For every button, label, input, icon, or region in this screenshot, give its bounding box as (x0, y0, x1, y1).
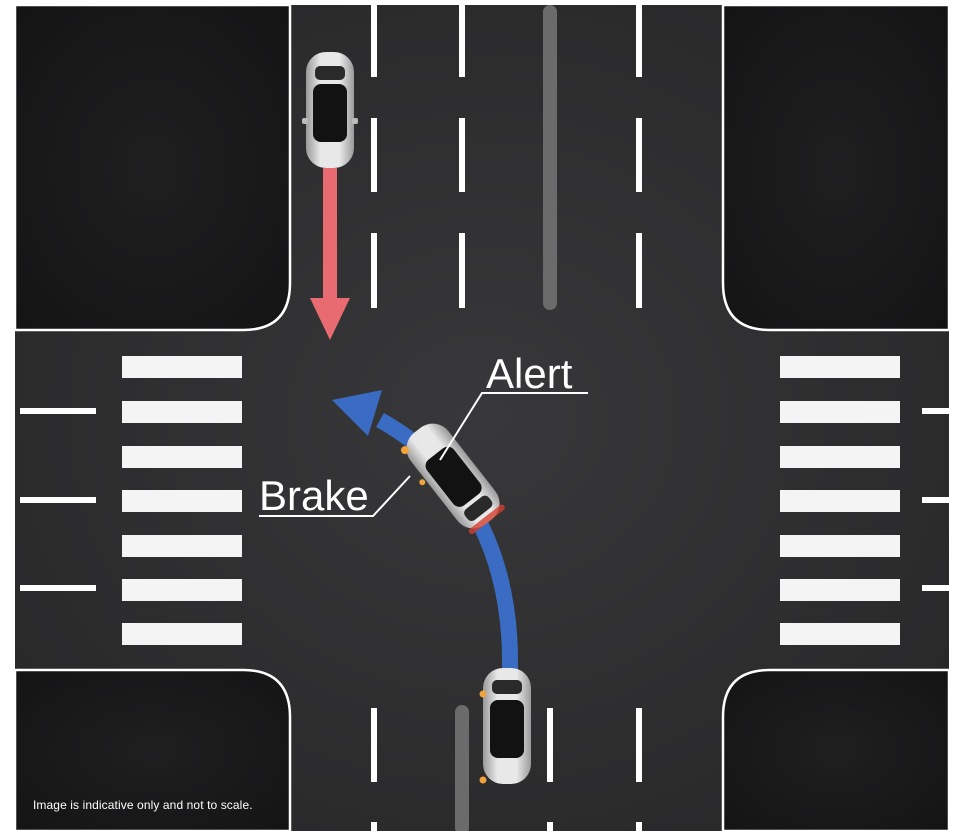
lane-markings-top (371, 5, 642, 308)
lane-markings-left (20, 408, 96, 591)
lane-markings-bottom (371, 708, 642, 831)
alert-callout: Alert (439, 350, 588, 461)
corner-block-top-left (13, 3, 292, 332)
crosswalk-right (780, 356, 900, 645)
lane-markings-right (922, 408, 949, 591)
median-bar-bottom (455, 705, 469, 831)
alert-label: Alert (486, 350, 573, 397)
car-icon (302, 52, 358, 168)
brake-label: Brake (259, 472, 369, 519)
disclaimer-text: Image is indicative only and not to scal… (33, 798, 253, 812)
oncoming-path-arrow (310, 168, 350, 340)
median-bar-top (543, 5, 557, 310)
crosswalk-left (122, 356, 242, 645)
corner-block-bottom-right (721, 668, 951, 831)
corner-block-top-right (721, 3, 951, 332)
corner-block-bottom-left (13, 668, 292, 831)
brake-callout: Brake (259, 472, 411, 519)
car-icon (479, 668, 531, 784)
car-icon (400, 423, 505, 535)
